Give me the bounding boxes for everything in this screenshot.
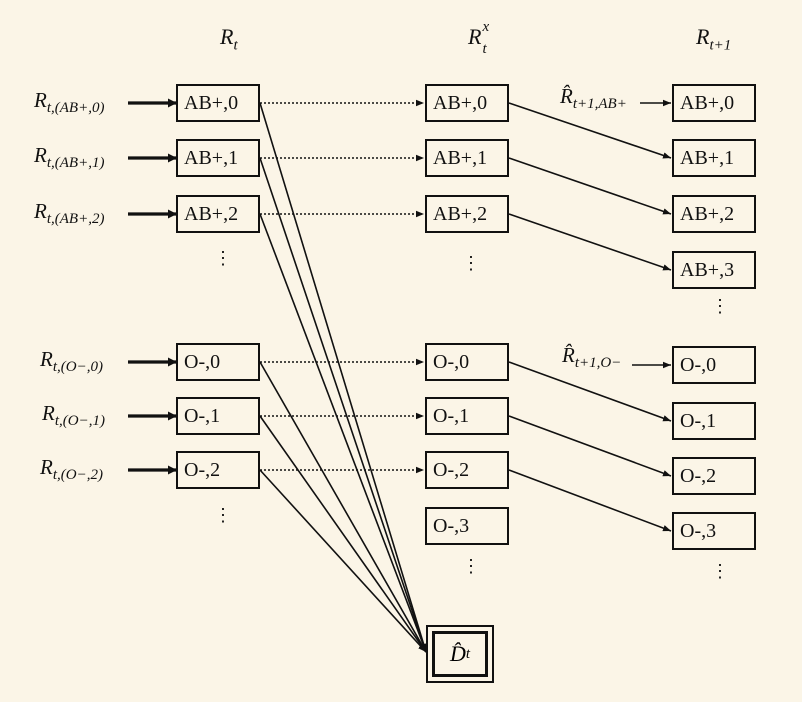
demand-edge-1: [259, 157, 427, 653]
rtx-node-o2[interactable]: O-,2: [425, 451, 509, 489]
rt1-node-ab1[interactable]: AB+,1: [672, 139, 756, 177]
input-label-o1: Rt,(O−,1): [42, 403, 105, 429]
header-rtx-base: R: [468, 24, 482, 49]
rt1-node-ab0[interactable]: AB+,0: [672, 84, 756, 122]
input-label-sub: t,(O−,1): [54, 413, 105, 430]
header-rtx-sup: x: [482, 19, 490, 35]
rt-node-o2[interactable]: O-,2: [176, 451, 260, 489]
input-label-sub: t,(AB+,0): [46, 100, 105, 117]
demand-edge-4: [259, 415, 427, 653]
exogenous-base: R̂: [562, 343, 575, 367]
header-rt1: Rt+1: [696, 26, 731, 53]
demand-sub: t: [465, 645, 471, 662]
input-label-sub: t,(AB+,2): [46, 211, 105, 228]
input-label-sub: t,(O−,0): [52, 359, 103, 376]
header-rt-sub: t: [233, 37, 238, 54]
ellipsis-rtx-ab: ⋮: [462, 253, 480, 274]
age-transition-5: [508, 469, 672, 532]
exogenous-sub: t+1,O−: [574, 355, 622, 372]
rt1-node-o2[interactable]: O-,2: [672, 457, 756, 495]
demand-base: D̂: [449, 641, 466, 666]
exogenous-label-o: R̂t+1,O−: [562, 345, 621, 371]
rt-node-ab0[interactable]: AB+,0: [176, 84, 260, 122]
rtx-node-o0[interactable]: O-,0: [425, 343, 509, 381]
input-label-base: R: [34, 199, 47, 223]
rt-node-o1[interactable]: O-,1: [176, 397, 260, 435]
age-transition-1: [508, 157, 672, 215]
demand-edge-0: [259, 102, 427, 653]
input-label-sub: t,(AB+,1): [46, 155, 105, 172]
input-label-o2: Rt,(O−,2): [40, 457, 103, 483]
exogenous-sub: t+1,AB+: [572, 96, 627, 113]
demand-edge-3: [259, 361, 427, 653]
demand-node-inner: D̂t: [432, 631, 488, 677]
ellipsis-rt-ab: ⋮: [214, 248, 232, 269]
rtx-node-o3[interactable]: O-,3: [425, 507, 509, 545]
header-rtx-sub: t: [482, 41, 487, 57]
rt-node-ab2[interactable]: AB+,2: [176, 195, 260, 233]
demand-node[interactable]: D̂t: [426, 625, 494, 683]
header-rt: Rt: [220, 26, 238, 53]
rt1-node-o3[interactable]: O-,3: [672, 512, 756, 550]
rt1-node-o0[interactable]: O-,0: [672, 346, 756, 384]
input-label-o0: Rt,(O−,0): [40, 349, 103, 375]
rt-node-ab1[interactable]: AB+,1: [176, 139, 260, 177]
rtx-node-ab2[interactable]: AB+,2: [425, 195, 509, 233]
rt1-node-ab3[interactable]: AB+,3: [672, 251, 756, 289]
input-label-base: R: [40, 455, 53, 479]
age-transition-0: [508, 102, 672, 159]
input-label-base: R: [34, 143, 47, 167]
input-label-base: R: [42, 401, 55, 425]
ellipsis-rt1-o: ⋮: [711, 561, 729, 582]
rtx-node-ab1[interactable]: AB+,1: [425, 139, 509, 177]
input-label-sub: t,(O−,2): [52, 467, 103, 484]
ellipsis-rt1-ab: ⋮: [711, 296, 729, 317]
input-label-ab1: Rt,(AB+,1): [34, 145, 104, 171]
exogenous-base: R̂: [560, 84, 573, 108]
input-label-ab2: Rt,(AB+,2): [34, 201, 104, 227]
header-rt1-sub: t+1: [709, 37, 732, 54]
rtx-node-ab0[interactable]: AB+,0: [425, 84, 509, 122]
header-rt1-base: R: [696, 24, 710, 49]
input-label-ab0: Rt,(AB+,0): [34, 90, 104, 116]
rtx-node-o1[interactable]: O-,1: [425, 397, 509, 435]
age-transition-3: [508, 361, 672, 422]
header-rt-base: R: [220, 24, 234, 49]
input-label-base: R: [40, 347, 53, 371]
ellipsis-rtx-o: ⋮: [462, 556, 480, 577]
exogenous-label-ab: R̂t+1,AB+: [560, 86, 627, 112]
demand-edge-2: [259, 213, 427, 653]
input-label-base: R: [34, 88, 47, 112]
rt1-node-o1[interactable]: O-,1: [672, 402, 756, 440]
demand-edge-5: [259, 469, 427, 653]
rt-node-o0[interactable]: O-,0: [176, 343, 260, 381]
age-transition-4: [508, 415, 672, 477]
rt1-node-ab2[interactable]: AB+,2: [672, 195, 756, 233]
ellipsis-rt-o: ⋮: [214, 505, 232, 526]
age-transition-2: [508, 213, 672, 271]
